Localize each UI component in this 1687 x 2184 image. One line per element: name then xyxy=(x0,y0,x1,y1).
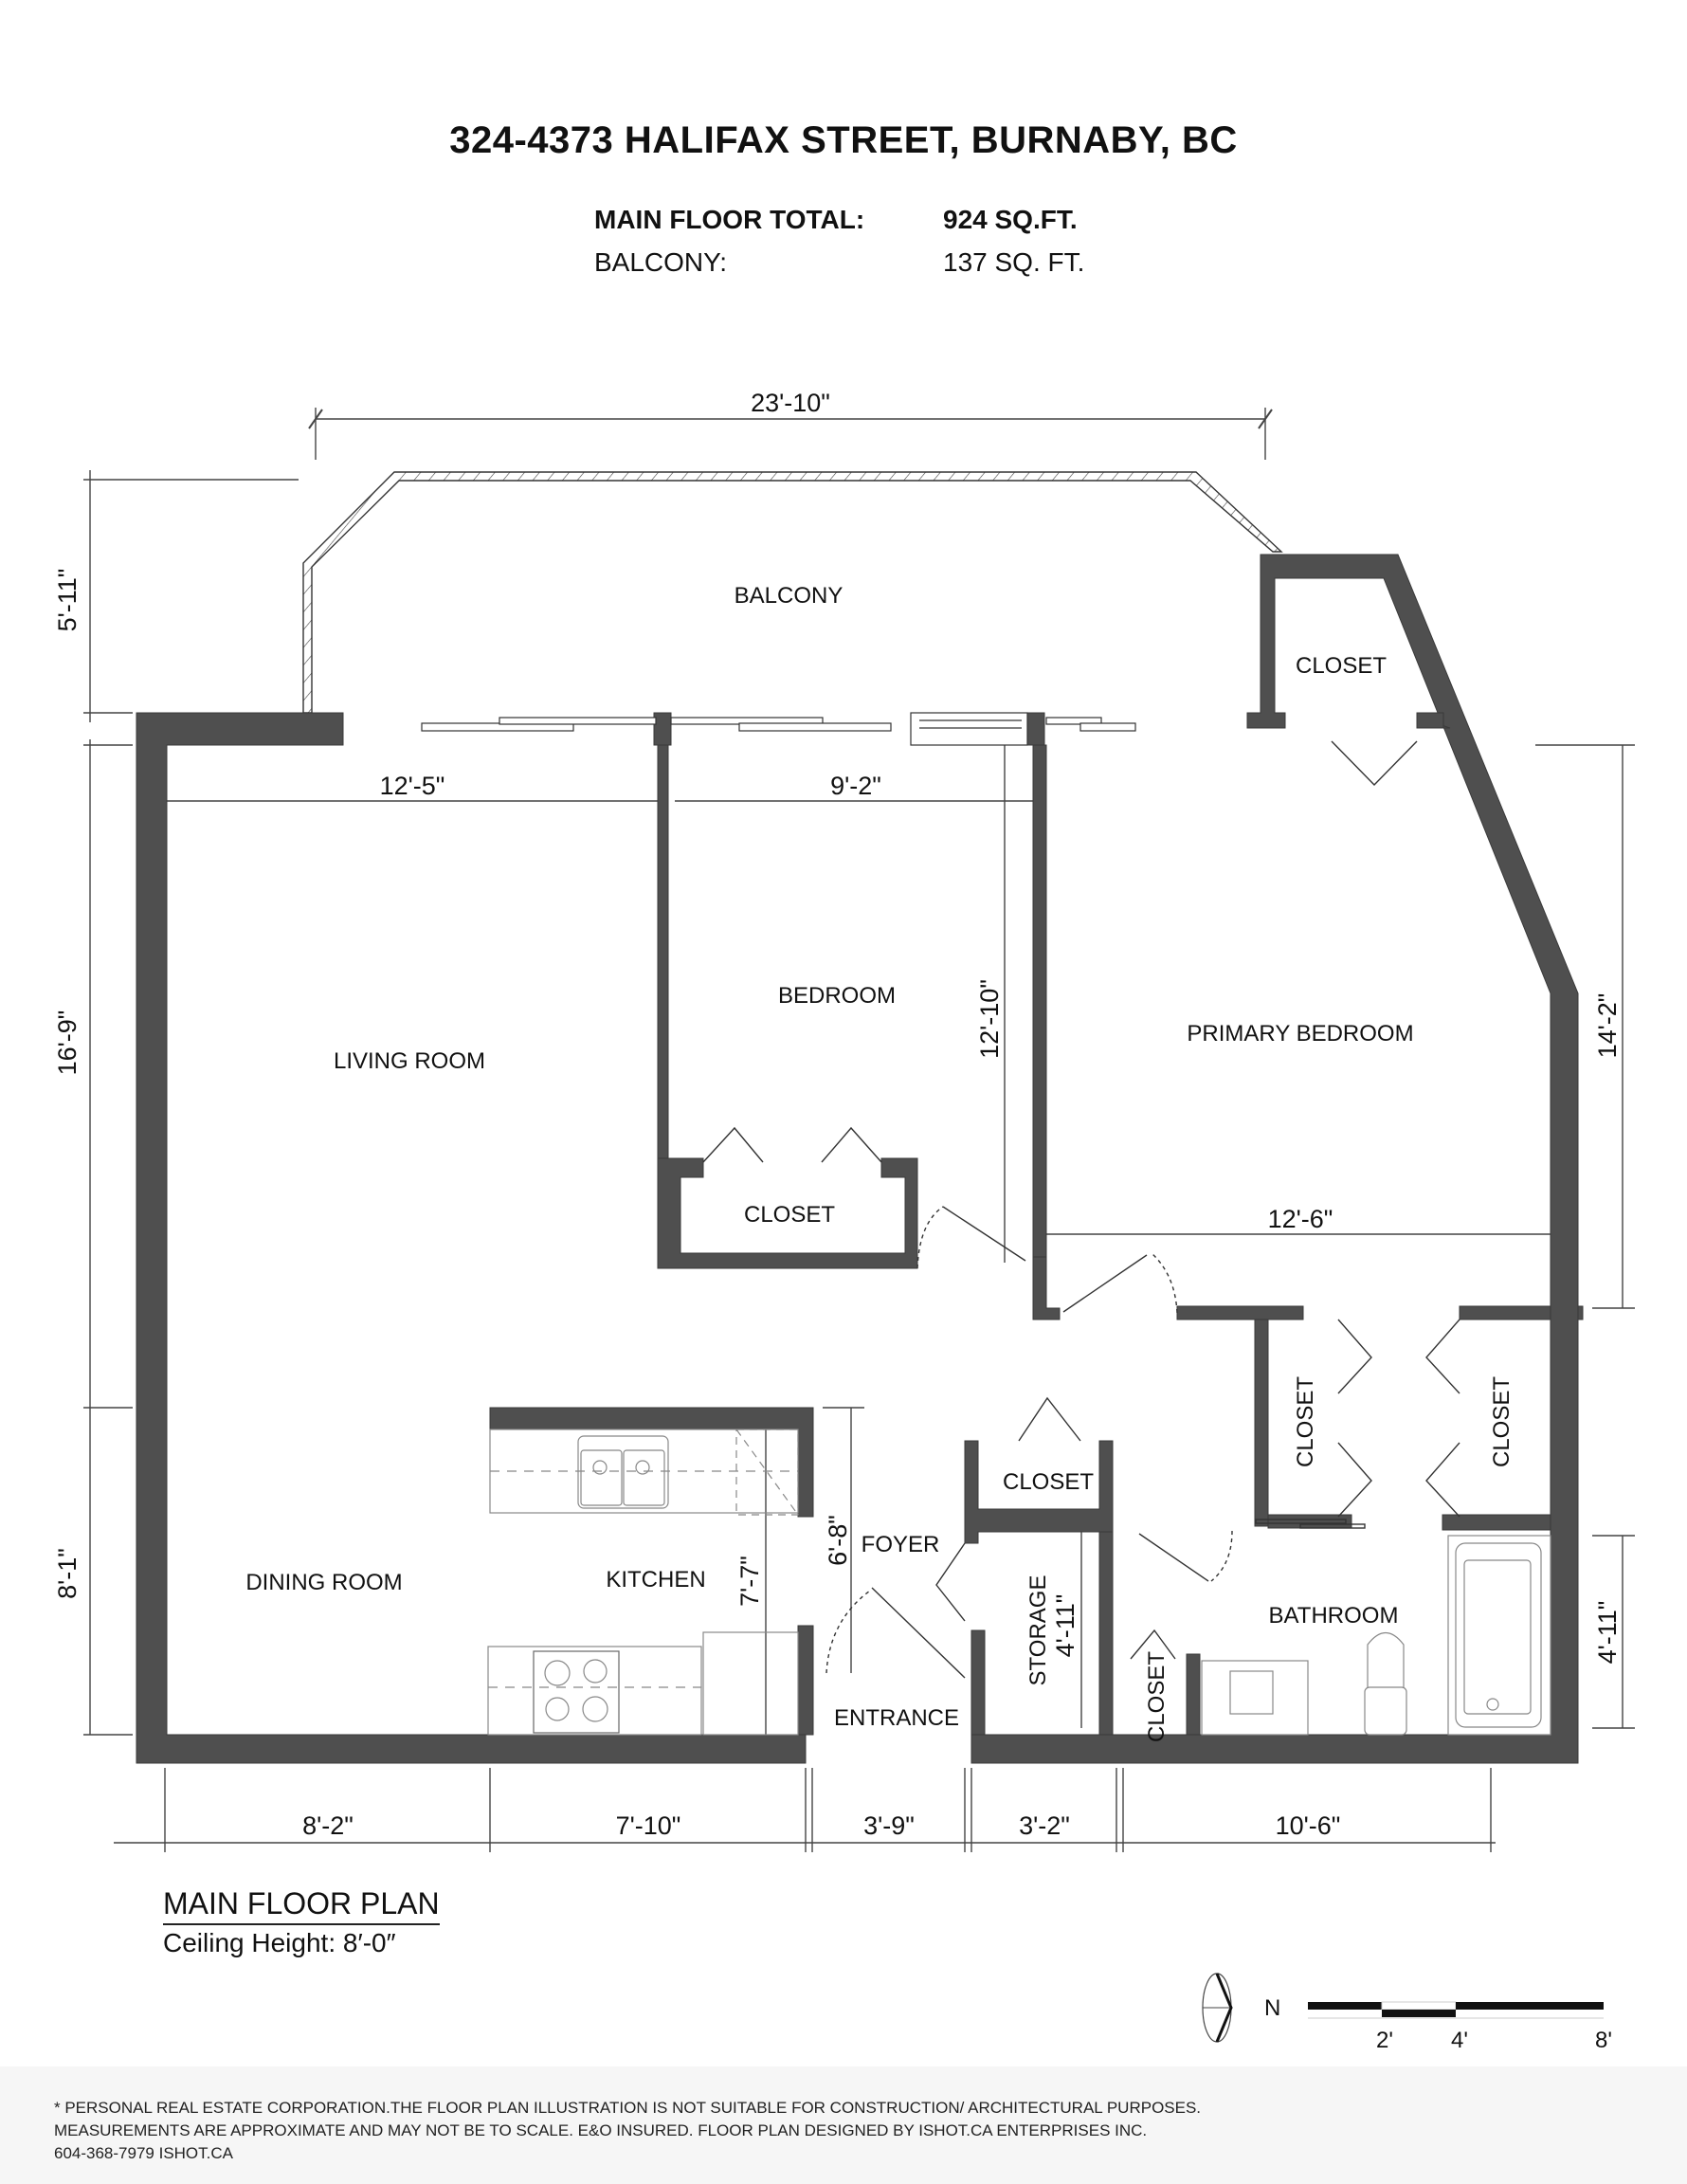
north-arrow-icon xyxy=(1202,1973,1233,2043)
scale-tick-2: 2' xyxy=(1376,2028,1393,2053)
label-dining-room: DINING ROOM xyxy=(245,1570,402,1595)
label-balcony: BALCONY xyxy=(735,583,844,609)
balcony-area-label: BALCONY: xyxy=(594,247,728,277)
plan-title: MAIN FLOOR PLAN xyxy=(163,1886,440,1925)
scale-tick-8: 8' xyxy=(1595,2028,1612,2053)
label-bedroom: BEDROOM xyxy=(778,983,896,1009)
main-floor-value: 924 SQ.FT. xyxy=(943,205,1078,234)
dim-primary-width: 12'-6" xyxy=(1268,1205,1333,1233)
scale-bar xyxy=(1308,2001,1604,2019)
dim-overall-width: 23'-10" xyxy=(751,389,830,417)
balcony-area-value: 137 SQ. FT. xyxy=(943,247,1085,277)
dimension-lines xyxy=(83,408,1635,1852)
dim-bottom-1: 8'-2" xyxy=(302,1811,354,1840)
ceiling-height: Ceiling Height: 8′-0″ xyxy=(163,1928,396,1957)
dim-bedroom-depth: 12'-10" xyxy=(975,979,1004,1059)
toilet-icon xyxy=(1364,1686,1407,1736)
label-bathroom: BATHROOM xyxy=(1269,1603,1399,1629)
dim-dining-depth: 8'-1" xyxy=(53,1548,82,1599)
disclaimer-line-2: MEASUREMENTS ARE APPROXIMATE AND MAY NOT… xyxy=(54,2121,1148,2139)
label-primary-bedroom: PRIMARY BEDROOM xyxy=(1187,1021,1413,1046)
label-foyer-closet: CLOSET xyxy=(1003,1469,1094,1495)
dim-bath-depth: 4'-11" xyxy=(1593,1601,1622,1665)
north-label: N xyxy=(1264,1995,1280,2021)
main-floor-label: MAIN FLOOR TOTAL: xyxy=(594,205,865,234)
label-walkin-closet-right: CLOSET xyxy=(1489,1376,1515,1467)
dim-foyer-depth: 6'-8" xyxy=(824,1515,852,1566)
label-living-room: LIVING ROOM xyxy=(334,1048,485,1074)
dim-bottom-3: 3'-9" xyxy=(863,1811,915,1840)
windows xyxy=(421,712,1136,746)
disclaimer-line-1: * PERSONAL REAL ESTATE CORPORATION.THE F… xyxy=(54,2099,1202,2117)
label-walkin-closet-left: CLOSET xyxy=(1293,1376,1318,1467)
dim-bottom-4: 3'-2" xyxy=(1019,1811,1070,1840)
label-closet-top-right: CLOSET xyxy=(1296,653,1387,679)
contact-line: 604-368-7979 ISHOT.CA xyxy=(54,2144,233,2162)
label-entrance: ENTRANCE xyxy=(834,1705,959,1731)
label-storage: STORAGE xyxy=(1025,1575,1051,1686)
balcony-railing xyxy=(302,471,1283,714)
dim-kitchen-depth: 7'-7" xyxy=(735,1556,764,1607)
bath-sink-icon xyxy=(1229,1670,1274,1715)
range-icon xyxy=(533,1650,620,1734)
fridge-icon xyxy=(702,1631,799,1736)
dim-living-width: 12'-5" xyxy=(380,772,445,800)
label-kitchen: KITCHEN xyxy=(606,1567,705,1592)
doors xyxy=(702,740,1460,1679)
sink-icon xyxy=(577,1435,669,1509)
dim-primary-depth: 14'-2" xyxy=(1593,993,1622,1059)
label-foyer: FOYER xyxy=(862,1532,940,1557)
dim-bottom-2: 7'-10" xyxy=(616,1811,681,1840)
disclaimer-footer: * PERSONAL REAL ESTATE CORPORATION.THE F… xyxy=(0,2066,1687,2184)
scale-tick-4: 4' xyxy=(1451,2028,1468,2053)
bathtub-icon xyxy=(1447,1535,1551,1736)
dim-bottom-5: 10'-6" xyxy=(1276,1811,1341,1840)
fixtures xyxy=(487,1429,1551,1736)
label-bedroom-closet: CLOSET xyxy=(744,1202,835,1228)
dim-balcony-depth: 5'-11" xyxy=(53,569,82,632)
dim-living-depth: 16'-9" xyxy=(53,1010,82,1076)
dim-bedroom-width: 9'-2" xyxy=(830,772,881,800)
dim-storage-depth: 4'-11" xyxy=(1051,1594,1079,1658)
property-address: 324-4373 HALIFAX STREET, BURNABY, BC xyxy=(449,119,1238,161)
label-bath-closet: CLOSET xyxy=(1144,1651,1170,1742)
